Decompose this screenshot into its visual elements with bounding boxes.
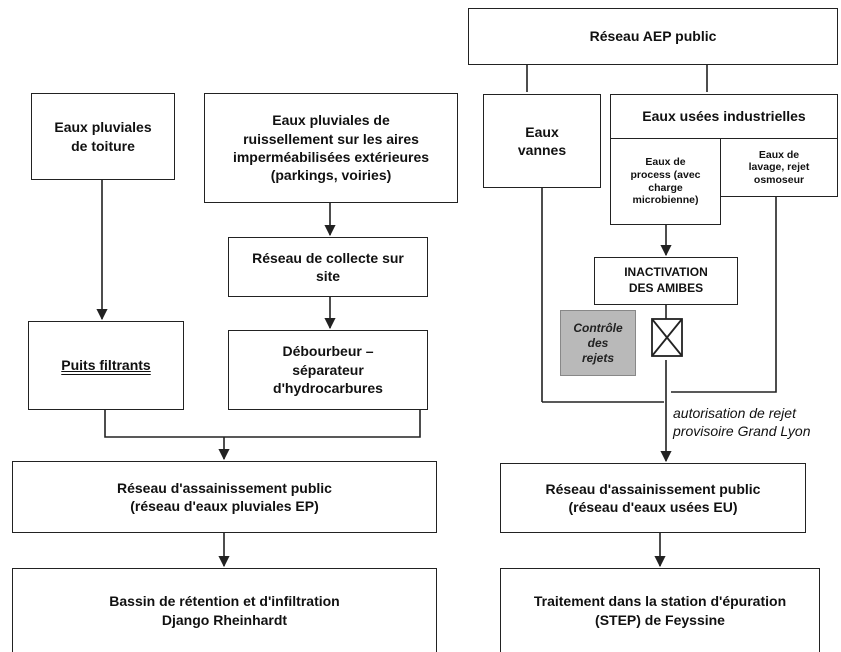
box-traitement-step: Traitement dans la station d'épuration(S… (500, 568, 820, 652)
box-reseau-eu: Réseau d'assainissement public(réseau d'… (500, 463, 806, 533)
merge-line-left (104, 410, 421, 438)
box-reseau-aep: Réseau AEP public (468, 8, 838, 65)
line-lavage-down (671, 197, 777, 393)
annotation-autorisation-rejet: autorisation de rejet provisoire Grand L… (673, 405, 811, 440)
box-reseau-ep: Réseau d'assainissement public(réseau d'… (12, 461, 437, 533)
box-puits-filtrants: Puits filtrants (28, 321, 184, 410)
box-eaux-usees-industrielles: Eaux usées industrielles (610, 94, 838, 139)
valve-icon (651, 318, 683, 357)
